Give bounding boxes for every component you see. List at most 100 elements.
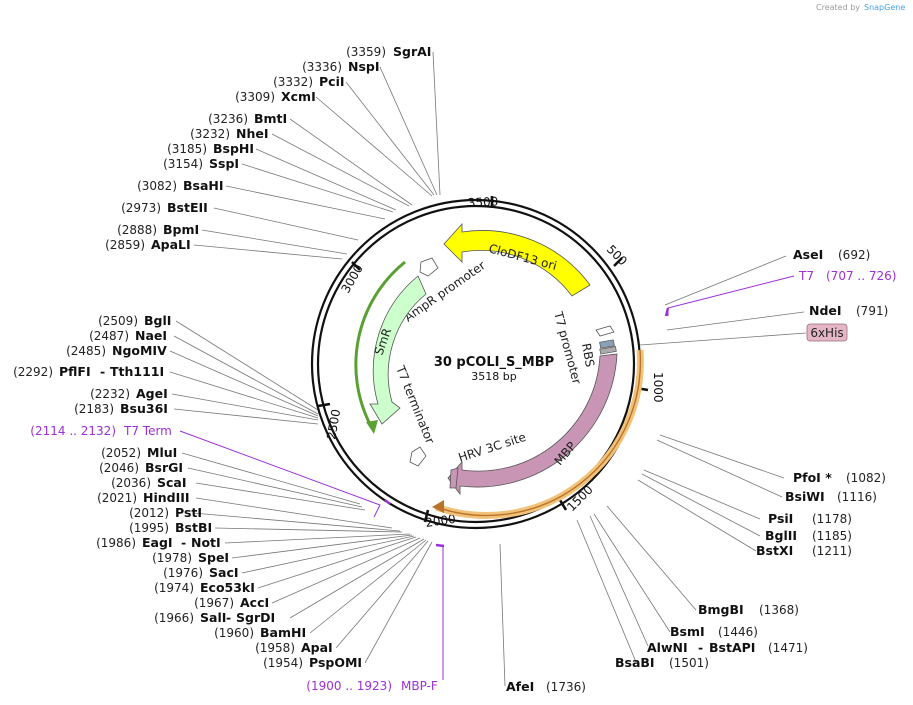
enzyme-pos: (2012) [129,506,169,520]
his-tag-badge[interactable] [806,323,848,342]
feature-t7-promoter[interactable] [595,325,615,337]
enzyme-name[interactable]: BmtI [254,111,287,126]
enzyme-name[interactable]: BsaBI [615,655,655,670]
enzyme-name[interactable]: XcmI [281,89,316,104]
enzyme-name[interactable]: HindIII [143,490,190,505]
enzyme-pos: (1954) [263,656,303,670]
enzyme-name-2[interactable]: NotI [191,535,221,550]
enzyme-name[interactable]: ApaLI [151,237,191,252]
enzyme-name[interactable]: BpmI [163,222,199,237]
enzyme-pos: (1974) [154,581,194,595]
enzyme-name[interactable]: NgoMIV [112,343,167,358]
backbone-inner [316,204,636,524]
enzyme-name[interactable]: BsrGI [145,460,183,475]
enzyme-name[interactable]: AfeI [506,679,534,694]
tick-label-500: 500 [604,242,630,268]
enzyme-name[interactable]: EagI [142,535,173,550]
enzyme-pos: (2052) [101,446,141,460]
enzyme-name[interactable]: AseI [793,247,823,262]
feature-clodf13-ori[interactable] [443,222,591,297]
enzyme-name[interactable]: AccI [240,595,269,610]
primer-name[interactable]: T7 [798,269,814,283]
enzyme-pos: (1958) [255,641,295,655]
feature-smr[interactable] [369,275,427,425]
feature-label-hrv-3c-site: HRV 3C site [457,430,528,465]
enzyme-pos: (1736) [546,680,586,694]
enzyme-name[interactable]: SacI [209,565,239,580]
enzyme-pos: (1368) [759,603,799,617]
primer-name[interactable]: MBP-F [401,679,438,693]
feature-ampr-promoter[interactable] [419,257,439,277]
enzyme-name[interactable]: SspI [209,156,239,171]
enzyme-name[interactable]: PflFI [59,364,91,379]
enzyme-pos: (3236) [208,112,248,126]
enzyme-name[interactable]: NdeI [809,303,842,318]
enzyme-name[interactable]: ApaI [301,640,333,655]
enzyme-pos: (1986) [96,536,136,550]
credit-brand: SnapGene [864,3,905,12]
enzyme-pos: (1116) [837,490,877,504]
orange-arrowhead [432,500,444,513]
feature-hrv-3c-site[interactable] [449,467,459,489]
enzyme-name[interactable]: BspHI [213,141,254,156]
enzyme-name[interactable]: PstI [175,505,202,520]
enzyme-pos: (2487) [89,329,129,343]
enzyme-name-2[interactable]: Tth111I [110,364,164,379]
enzyme-pos: (2046) [99,461,139,475]
enzyme-pos: (3082) [137,179,177,193]
tick-label-1000: 1000 [651,372,665,403]
tick-label-2000: 2000 [424,512,456,530]
enzyme-name[interactable]: Eco53kI [200,580,255,595]
enzyme-name[interactable]: BglII [765,528,797,543]
plasmid-name: 30 pCOLI_S_MBP [434,355,554,370]
enzyme-pos: (1471) [768,641,808,655]
enzyme-name[interactable]: PfoI * [793,470,832,485]
enzyme-name[interactable]: BamHI [260,625,306,640]
enzyme-pos: (2021) [97,491,137,505]
feature-t7-terminator[interactable] [409,446,427,467]
enzyme-name[interactable]: BsiWI [785,489,825,504]
primer-name[interactable]: T7 Term [123,424,172,438]
enzyme-pos: (2232) [90,387,130,401]
enzyme-name-2[interactable]: SgrDI [236,610,275,625]
enzyme-name[interactable]: NaeI [135,328,167,343]
enzyme-pos: (1178) [812,512,852,526]
green-arc [354,260,406,429]
feature-label-t7-terminator: T7 terminator [393,363,437,446]
enzyme-name[interactable]: SgrAI [393,44,431,59]
left-enzyme-labels: (3359) SgrAI (3336) NspI (3332) PciI (33… [13,44,431,670]
enzyme-pos: (791) [856,304,888,318]
enzyme-name[interactable]: PspOMI [309,655,362,670]
enzyme-name[interactable]: ScaI [157,475,187,490]
enzyme-name[interactable]: PsiI [768,511,793,526]
enzyme-name[interactable]: BsaHI [183,178,224,193]
enzyme-name[interactable]: SpeI [198,550,229,565]
credit-prefix: Created by [816,3,860,12]
enzyme-pos: (2485) [66,344,106,358]
enzyme-pos: (2888) [117,223,157,237]
enzyme-name[interactable]: Bsu36I [120,401,168,416]
enzyme-name-2[interactable]: BstAPI [709,640,755,655]
enzyme-name[interactable]: BstBI [175,520,212,535]
enzyme-pos: (2292) [13,365,53,379]
enzyme-name[interactable]: BstEII [167,200,208,215]
enzyme-name[interactable]: PciI [319,74,345,89]
enzyme-name[interactable]: BsmI [670,624,705,639]
enzyme-name[interactable]: AlwNI [647,640,688,655]
enzyme-name[interactable]: NheI [236,126,269,141]
enzyme-name[interactable]: BmgBI [698,602,744,617]
feature-his-block[interactable] [599,346,617,355]
feature-rbs-block[interactable] [599,339,615,349]
enzyme-name[interactable]: NspI [348,59,380,74]
primer-range: (2114 .. 2132) [30,424,116,438]
enzyme-pos: (2973) [121,201,161,215]
enzyme-name[interactable]: AgeI [136,386,168,401]
enzyme-pos: (1082) [846,471,886,485]
enzyme-pos: (1995) [129,521,169,535]
enzyme-name[interactable]: SalI [200,610,226,625]
enzyme-pos: (3332) [273,75,313,89]
enzyme-sep: - [226,610,231,625]
enzyme-name[interactable]: BstXI [756,543,793,558]
enzyme-name[interactable]: MluI [147,445,177,460]
enzyme-name[interactable]: BglI [144,313,171,328]
